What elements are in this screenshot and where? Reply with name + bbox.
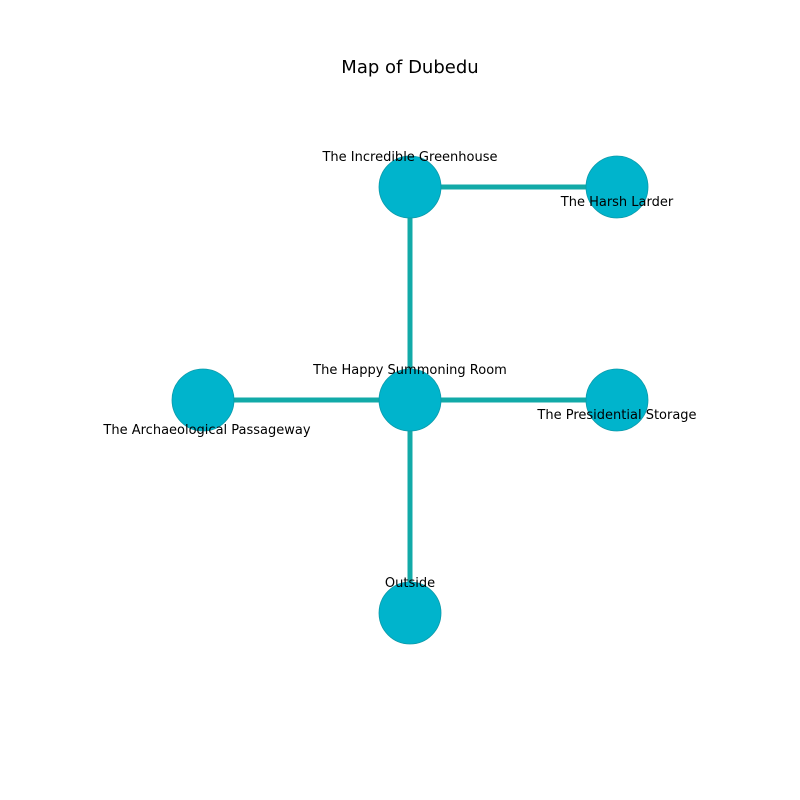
room-node-passageway: [171, 368, 235, 432]
rooms-layer: [171, 155, 649, 645]
room-label-summoning: The Happy Summoning Room: [312, 363, 507, 378]
map-title: Map of Dubedu: [341, 57, 478, 78]
room-node-storage: [585, 368, 649, 432]
connections-layer: [203, 184, 617, 613]
room-label-passageway: The Archaeological Passageway: [102, 423, 310, 438]
room-node-larder: [585, 155, 649, 219]
room-label-greenhouse: The Incredible Greenhouse: [321, 150, 497, 165]
room-node-outside: [378, 581, 442, 645]
room-node-summoning: [378, 368, 442, 432]
room-label-larder: The Harsh Larder: [560, 195, 674, 210]
room-label-storage: The Presidential Storage: [536, 408, 696, 423]
room-node-greenhouse: [378, 155, 442, 219]
room-label-outside: Outside: [385, 576, 435, 591]
